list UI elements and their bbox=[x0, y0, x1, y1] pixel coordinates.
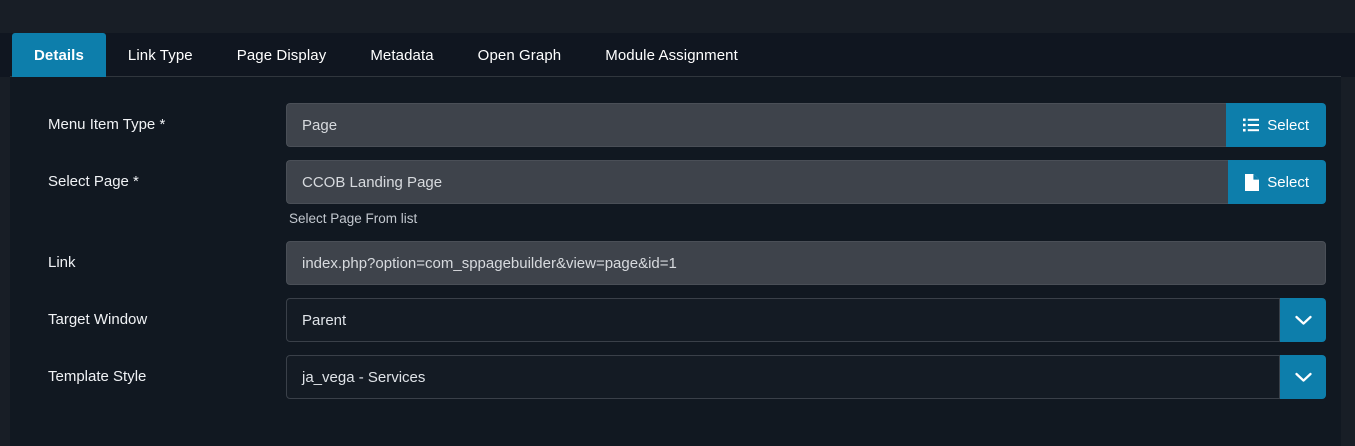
select-page-label: Select Page * bbox=[48, 173, 139, 190]
form-row-menu-item-type: Menu Item Type * Page bbox=[48, 103, 1326, 147]
select-page-help-text: Select Page From list bbox=[289, 211, 418, 226]
link-label: Link bbox=[48, 254, 76, 271]
tab-page-display[interactable]: Page Display bbox=[215, 33, 349, 77]
tab-link-type[interactable]: Link Type bbox=[106, 33, 215, 77]
details-panel: Menu Item Type * Page bbox=[10, 77, 1341, 446]
tab-details-label: Details bbox=[34, 46, 84, 64]
link-input[interactable]: index.php?option=com_sppagebuilder&view=… bbox=[286, 241, 1326, 285]
form-row-target-window: Target Window Parent bbox=[48, 298, 1326, 342]
tab-page-display-label: Page Display bbox=[236, 46, 327, 64]
link-field: index.php?option=com_sppagebuilder&view=… bbox=[286, 241, 1326, 285]
tab-metadata[interactable]: Metadata bbox=[348, 33, 455, 77]
menu-item-type-select-button[interactable]: Select bbox=[1226, 103, 1326, 147]
target-window-select[interactable]: Parent bbox=[286, 298, 1280, 342]
select-page-select-label: Select bbox=[1267, 173, 1309, 191]
target-window-label: Target Window bbox=[48, 311, 148, 328]
chevron-down-icon bbox=[1294, 315, 1312, 326]
form-row-template-style: Template Style ja_vega - Services bbox=[48, 355, 1326, 399]
tab-module-assignment-label: Module Assignment bbox=[605, 46, 738, 64]
tab-link-type-label: Link Type bbox=[127, 46, 193, 64]
select-page-control: CCOB Landing Page Select bbox=[286, 160, 1326, 204]
list-icon bbox=[1243, 118, 1260, 132]
target-window-control: Parent bbox=[286, 298, 1326, 342]
tab-details[interactable]: Details bbox=[12, 33, 106, 77]
target-window-field: Parent bbox=[286, 298, 1326, 342]
tab-open-graph-label: Open Graph bbox=[477, 46, 562, 64]
select-page-input[interactable]: CCOB Landing Page bbox=[286, 160, 1229, 204]
select-page-field: CCOB Landing Page Select Select Page bbox=[286, 160, 1326, 228]
template-style-select[interactable]: ja_vega - Services bbox=[286, 355, 1280, 399]
link-control: index.php?option=com_sppagebuilder&view=… bbox=[286, 241, 1326, 285]
tab-metadata-label: Metadata bbox=[370, 46, 434, 64]
file-icon bbox=[1245, 173, 1260, 191]
menu-item-type-select-label: Select bbox=[1267, 116, 1309, 134]
menu-item-type-field: Page bbox=[286, 103, 1326, 147]
tab-open-graph[interactable]: Open Graph bbox=[456, 33, 584, 77]
form-row-link: Link index.php?option=com_sppagebuilder&… bbox=[48, 241, 1326, 285]
tab-bar: Details Link Type Page Display Metadata … bbox=[0, 33, 1355, 77]
template-style-dropdown-button[interactable] bbox=[1280, 355, 1326, 399]
template-style-control: ja_vega - Services bbox=[286, 355, 1326, 399]
target-window-dropdown-button[interactable] bbox=[1280, 298, 1326, 342]
menu-item-type-label: Menu Item Type * bbox=[48, 116, 166, 133]
select-page-select-button[interactable]: Select bbox=[1228, 160, 1326, 204]
chevron-down-icon bbox=[1294, 372, 1312, 383]
menu-item-type-input[interactable]: Page bbox=[286, 103, 1227, 147]
menu-item-type-control: Page bbox=[286, 103, 1326, 147]
form-row-select-page: Select Page * CCOB Landing Page Select bbox=[48, 160, 1326, 228]
top-strip bbox=[0, 0, 1355, 33]
template-style-label: Template Style bbox=[48, 368, 147, 385]
template-style-field: ja_vega - Services bbox=[286, 355, 1326, 399]
tab-module-assignment[interactable]: Module Assignment bbox=[583, 33, 760, 77]
menu-item-form: Menu Item Type * Page bbox=[10, 77, 1341, 399]
